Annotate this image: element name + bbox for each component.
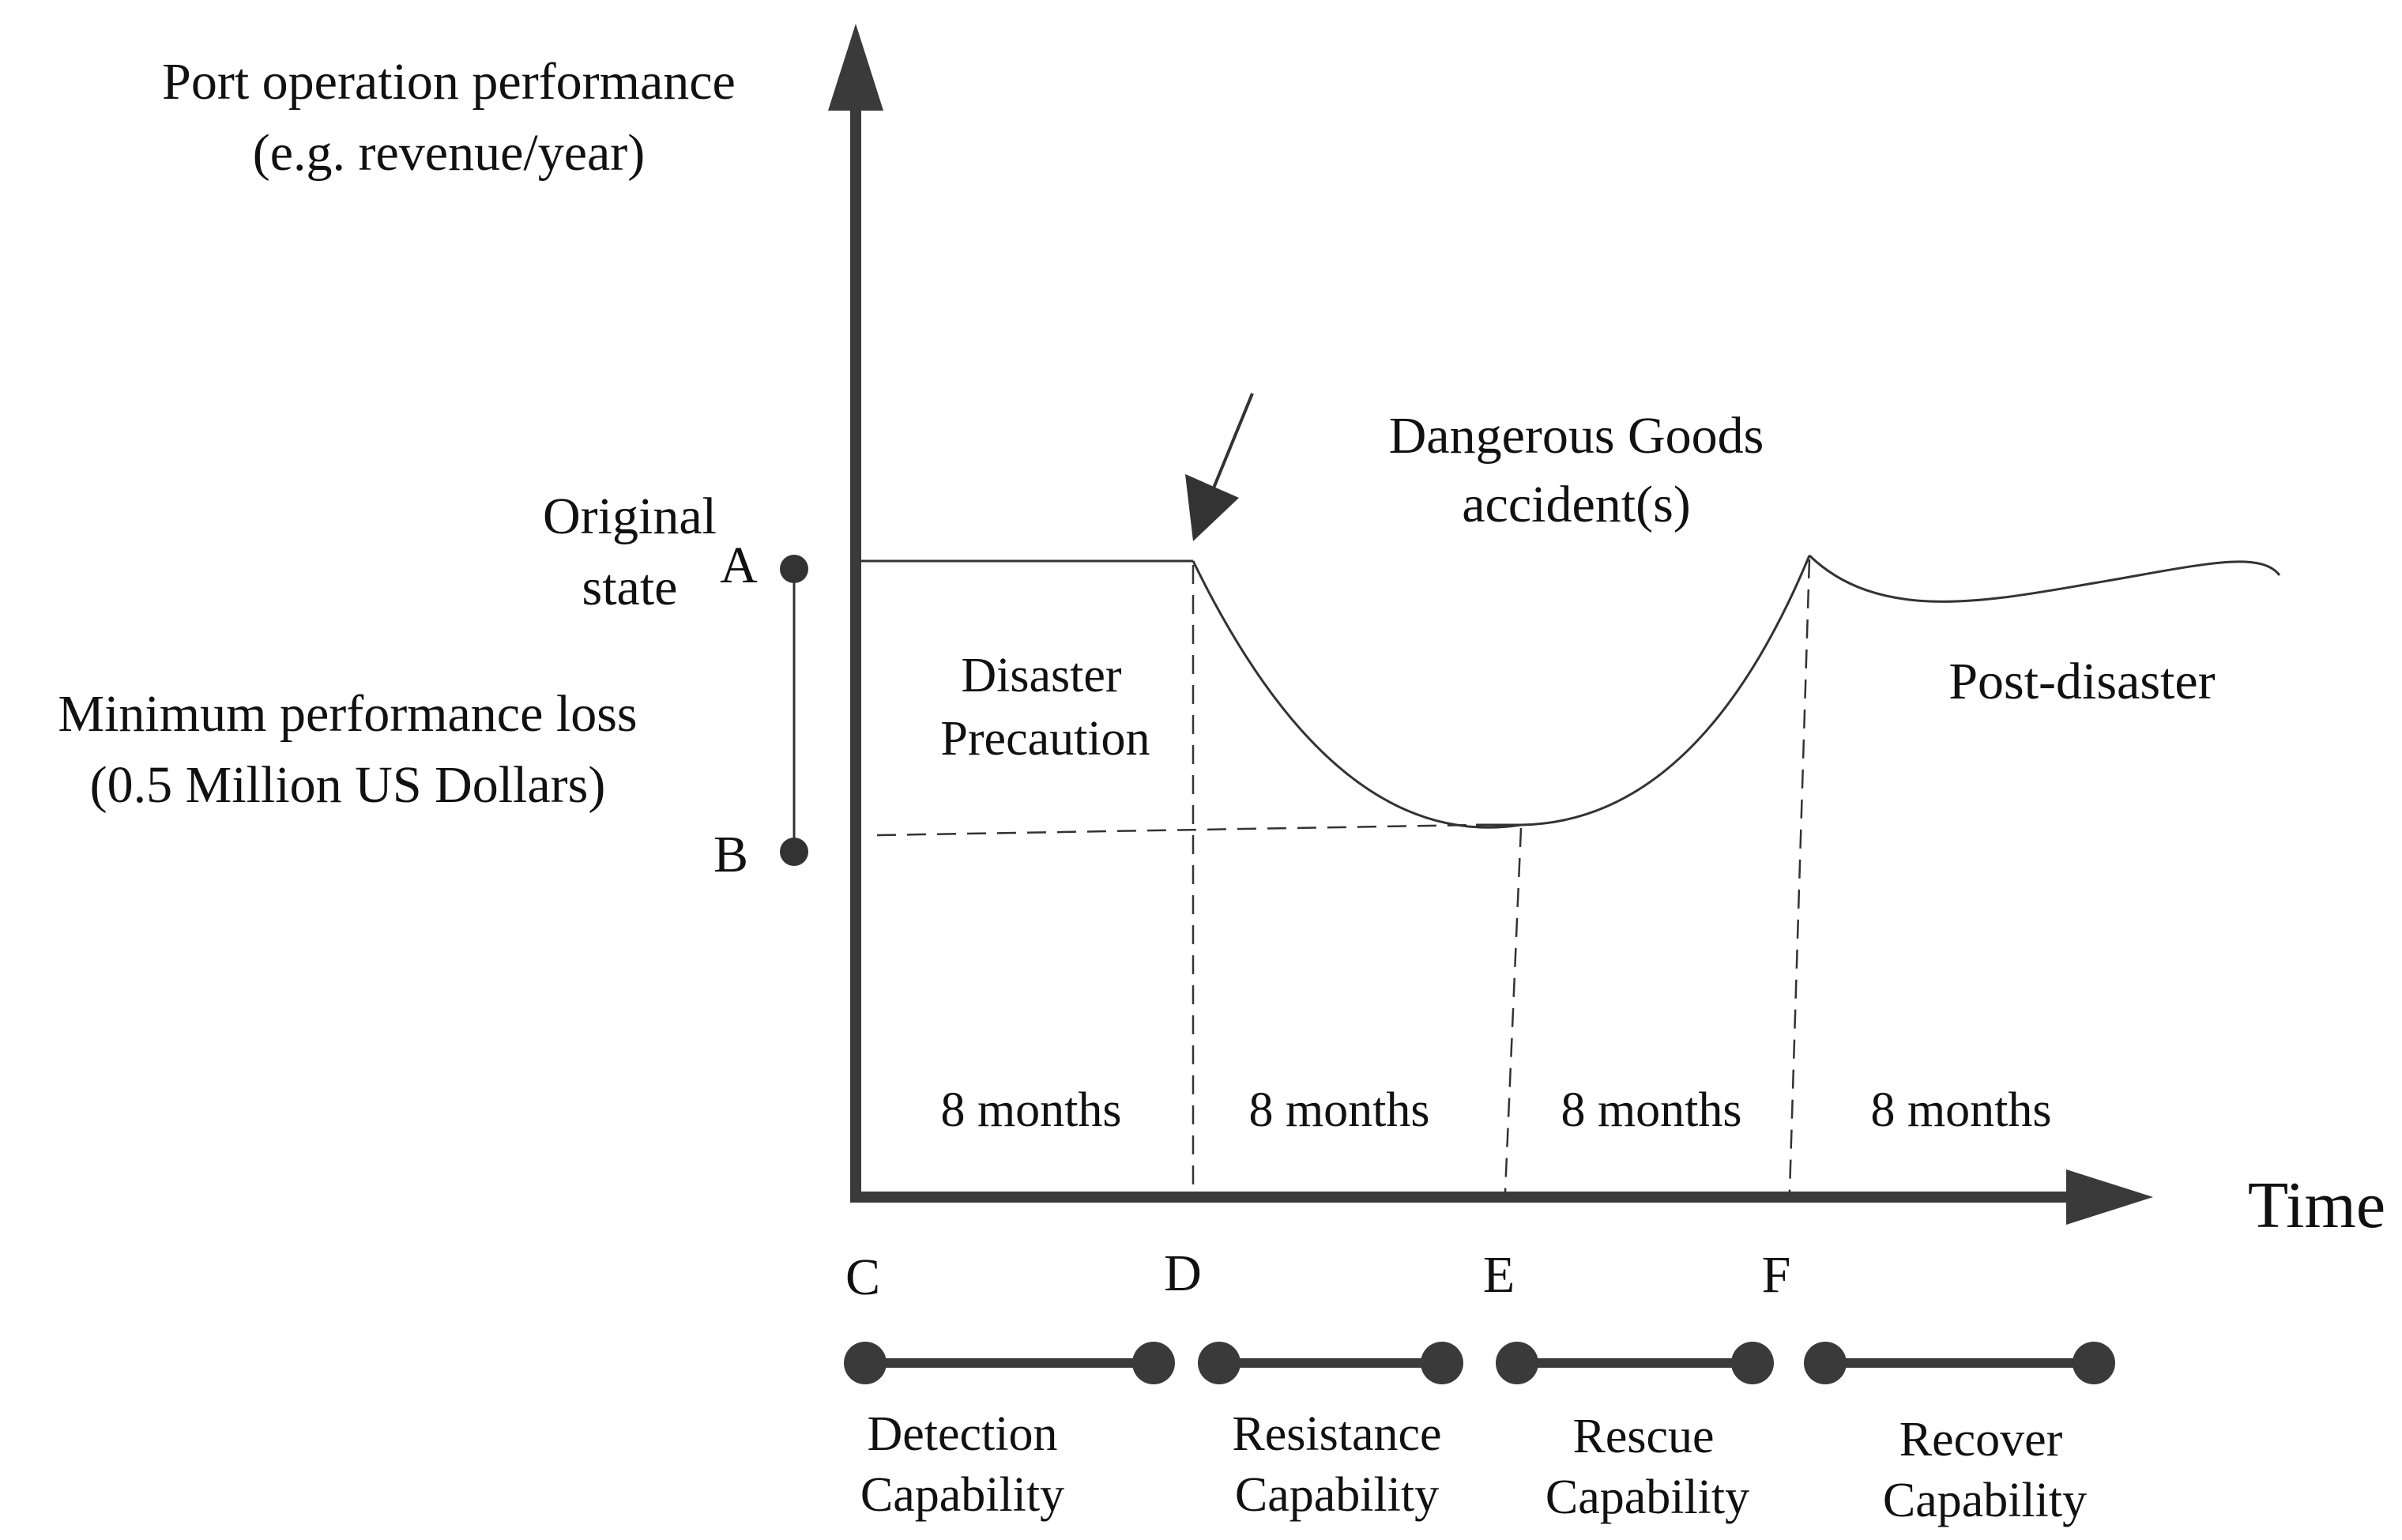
point-c-label: C — [845, 1248, 880, 1306]
post-disaster-curve — [1808, 554, 2281, 603]
min-loss-label-line1: Minimum performance loss — [58, 685, 637, 743]
performance-curve — [861, 554, 2281, 829]
accident-label-line1: Dangerous Goods — [1389, 407, 1764, 465]
guide-lines — [876, 559, 1811, 1192]
performance-loss-range — [780, 555, 808, 866]
x-axis-arrowhead — [2066, 1169, 2153, 1225]
point-b-dot — [780, 838, 808, 866]
duration-label: 8 months — [940, 1083, 1121, 1137]
rescue-segment — [1496, 1342, 1774, 1384]
point-f-label: F — [1762, 1246, 1791, 1304]
capability-segments — [844, 1342, 2115, 1384]
min-loss-label-line2: (0.5 Million US Dollars) — [90, 756, 606, 814]
duration-label: 8 months — [1561, 1083, 1741, 1137]
segment-start-dot — [1804, 1342, 1847, 1384]
axes — [828, 24, 2153, 1225]
y-axis-arrowhead — [828, 24, 883, 111]
point-b-label: B — [713, 826, 748, 883]
segment-start-dot — [1496, 1342, 1538, 1384]
y-axis-title-line1: Port operation performance — [162, 53, 736, 111]
y-axis-title-line2: (e.g. revenue/year) — [253, 124, 646, 182]
accident-arrow — [1185, 393, 1254, 541]
precaution-label-line2: Precaution — [940, 712, 1150, 766]
recover-capability-line2: Capability — [1883, 1474, 2087, 1527]
resistance-capability-line1: Resistance — [1232, 1407, 1441, 1461]
precaution-label-line1: Disaster — [961, 649, 1122, 702]
resistance-segment — [1198, 1342, 1463, 1384]
segment-start-dot — [844, 1342, 887, 1384]
segment-end-dot — [2073, 1342, 2115, 1384]
original-state-label-line1: Original — [543, 488, 717, 545]
accident-arrow-shaft — [1211, 393, 1254, 491]
e-dashed-line — [1504, 827, 1523, 1192]
segment-end-dot — [1731, 1342, 1774, 1384]
detection-capability-line2: Capability — [860, 1468, 1064, 1522]
point-a-dot — [780, 555, 808, 583]
post-disaster-label: Post-disaster — [1948, 653, 2215, 710]
recovery-curve — [1520, 555, 1811, 826]
f-dashed-line — [1788, 559, 1811, 1192]
recover-segment — [1804, 1342, 2115, 1384]
detection-segment — [844, 1342, 1175, 1384]
rescue-capability-line1: Rescue — [1572, 1410, 1714, 1463]
min-level-dashed-line — [876, 823, 1477, 837]
recover-capability-line1: Recover — [1899, 1413, 2063, 1467]
segment-end-dot — [1132, 1342, 1175, 1384]
detection-capability-line1: Detection — [867, 1407, 1057, 1461]
accident-label-line2: accident(s) — [1462, 476, 1691, 533]
original-state-label-line2: state — [582, 559, 678, 616]
resistance-capability-line2: Capability — [1235, 1468, 1439, 1522]
duration-label: 8 months — [1870, 1083, 2051, 1137]
accident-arrow-head — [1185, 474, 1239, 541]
point-d-label: D — [1164, 1244, 1202, 1302]
disruption-curve — [1192, 560, 1522, 829]
rescue-capability-line2: Capability — [1545, 1470, 1749, 1524]
point-a-label: A — [720, 537, 758, 594]
point-e-label: E — [1483, 1246, 1515, 1304]
segment-start-dot — [1198, 1342, 1241, 1384]
segment-end-dot — [1421, 1342, 1463, 1384]
x-axis-title: Time — [2248, 1169, 2385, 1242]
duration-label: 8 months — [1248, 1083, 1429, 1137]
